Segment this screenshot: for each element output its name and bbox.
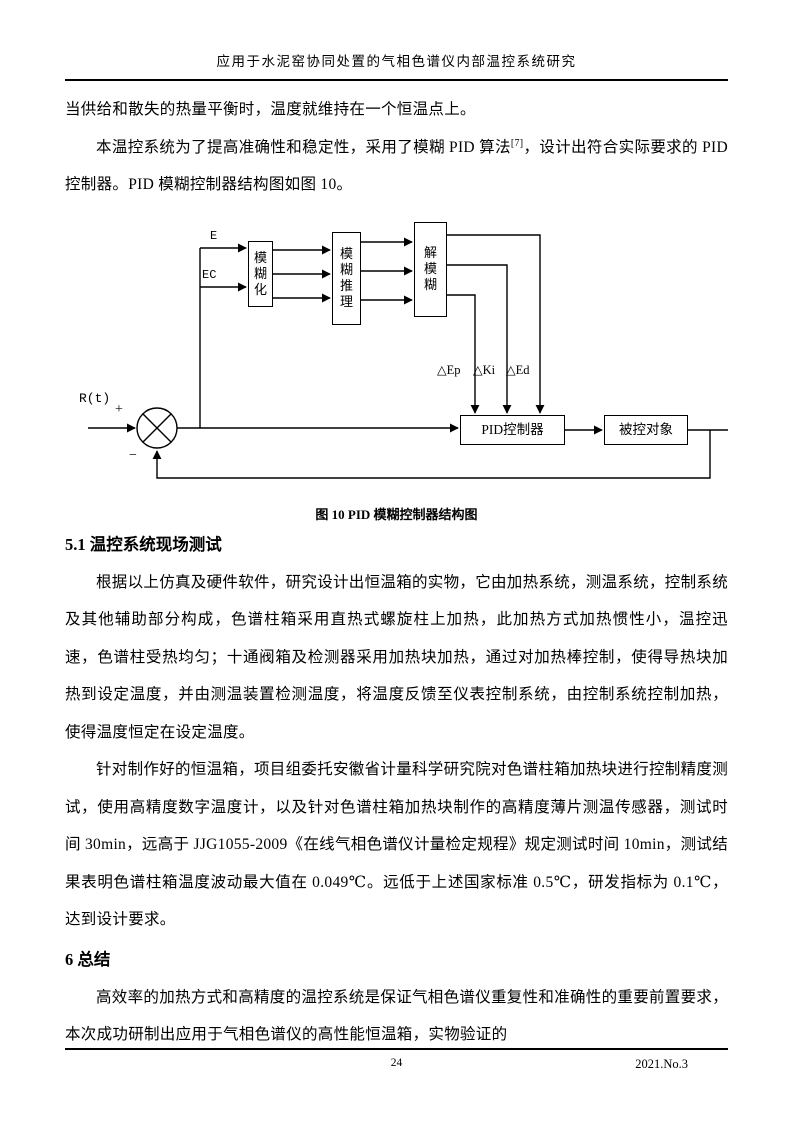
body-text: 当供给和散失的热量平衡时，温度就维持在一个恒温点上。 本温控系统为了提高准确性和… — [65, 81, 728, 1054]
page-number: 24 — [390, 1057, 403, 1069]
page-footer: 24 2021.No.3 — [65, 1048, 728, 1071]
paragraph-text: ，设计出符合实际要求的 PID 控制器。PID 模糊控制器结构图如图 10。 — [65, 138, 728, 194]
error-change-label: EC — [202, 267, 217, 282]
body-paragraph-5: 高效率的加热方式和高精度的温控系统是保证气相色谱仪重复性和准确性的重要前置要求，… — [65, 988, 729, 1044]
body-paragraph-3: 根据以上仿真及硬件软件，研究设计出恒温箱的实物，它由加热系统，测温系统，控制系统… — [65, 573, 729, 741]
pid-controller-box: PID控制器 — [460, 414, 565, 445]
citation-ref: [7] — [510, 137, 524, 149]
delta-ki-label: △Ki — [473, 362, 496, 377]
delta-kp-label: △Ep — [437, 362, 461, 377]
body-paragraph-2: 本温控系统为了提高准确性和稳定性，采用了模糊 PID 算法[7]，设计出符合实际… — [65, 129, 728, 204]
body-paragraph-4: 针对制作好的恒温箱，项目组委托安徽省计量科学研究院对色谱柱箱加热块进行控制精度测… — [65, 761, 729, 928]
plus-sign: + — [115, 401, 123, 417]
section-heading-5-1: 5.1 温控系统现场测试 — [65, 534, 222, 554]
setpoint-label: R(t) — [79, 390, 111, 406]
defuzzification-label: 解模糊 — [423, 245, 437, 292]
fuzzification-label: 模糊化 — [253, 249, 267, 297]
page-header: 应用于水泥窑协同处置的气相色谱仪内部温控系统研究 — [65, 0, 728, 81]
running-title: 应用于水泥窑协同处置的气相色谱仪内部温控系统研究 — [65, 50, 728, 81]
pid-controller-label: PID控制器 — [481, 421, 544, 437]
plant-box: 被控对象 — [604, 414, 688, 445]
plant-label: 被控对象 — [619, 421, 673, 437]
delta-kd-label: △Ed — [506, 362, 530, 377]
issue-number: 2021.No.3 — [635, 1057, 688, 1071]
body-paragraph-1: 当供给和散失的热量平衡时，温度就维持在一个恒温点上。 — [65, 101, 476, 118]
figure-10-diagram: 模糊化 模糊推理 解模糊 PID控制器 被控对象 R(t) + − E EC △… — [65, 210, 728, 502]
paragraph-text: 本温控系统为了提高准确性和稳定性，采用了模糊 PID 算法 — [96, 138, 511, 156]
section-heading-6: 6 总结 — [65, 949, 111, 969]
diagram-lines — [88, 233, 728, 479]
minus-sign: − — [129, 447, 137, 463]
error-label: E — [210, 228, 218, 243]
defuzzification-box: 解模糊 — [414, 221, 447, 317]
figure-caption: 图 10 PID 模糊控制器结构图 — [315, 506, 478, 522]
fuzzification-box: 模糊化 — [248, 240, 273, 307]
fuzzy-inference-box: 模糊推理 — [332, 231, 361, 325]
fuzzy-inference-label: 模糊推理 — [339, 246, 353, 309]
